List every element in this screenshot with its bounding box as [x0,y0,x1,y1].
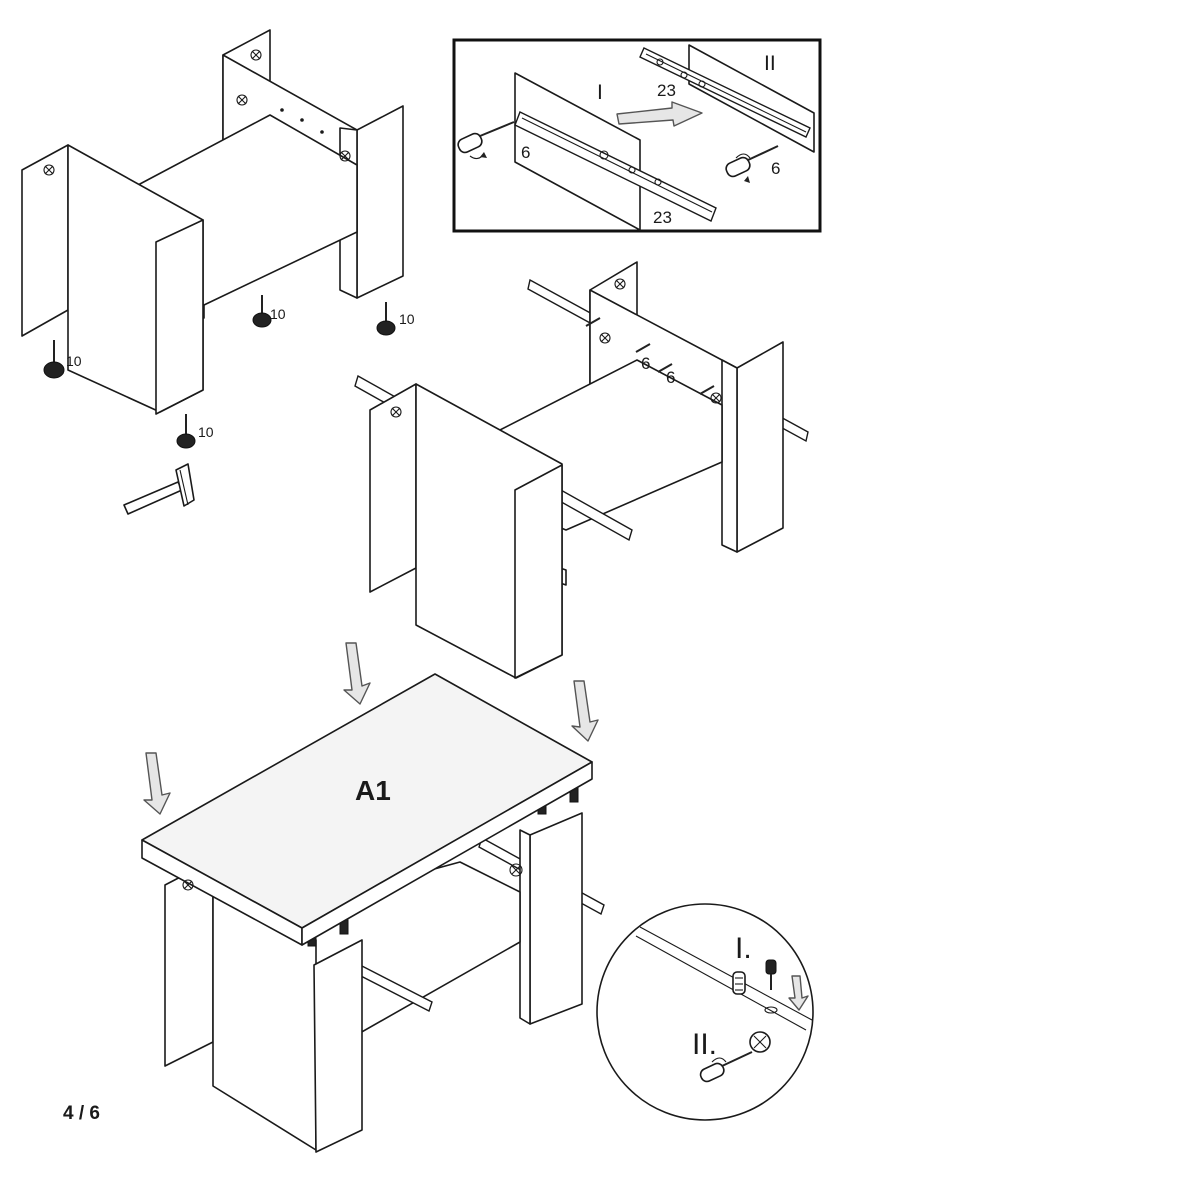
dowel-icon [732,971,746,995]
transfer-arrow-icon [616,101,703,127]
top-panel-assembly: A1 [141,642,605,1153]
leveling-foot-icon [43,340,65,379]
rail-qty-label: 23 [653,208,672,227]
screw-qty-label: 6 [771,159,780,178]
frame-assembly-rails: 6 6 [354,261,809,679]
screwdriver-icon [725,145,779,183]
down-arrow-icon [788,975,809,1011]
top-panel-label: A1 [355,775,391,806]
step-one-label: I [597,81,603,104]
cam-lock-icon [749,1031,771,1053]
cam-lock-detail: I. II. [596,903,814,1121]
rail-mounting-detail: I II 23 23 6 6 [452,38,822,233]
screwdriver-icon [457,121,515,160]
cam-bolt-icon [764,959,778,1014]
leveling-foot-icon [252,295,272,328]
frame-assembly-feet: 10 10 10 10 [21,29,415,515]
step-two-label: II [764,52,776,75]
leveler-qty-label: 10 [270,306,286,322]
down-arrow-icon [343,642,371,705]
leveler-qty-label: 10 [399,311,415,327]
screw-qty-label: 6 [666,368,675,387]
detail-step-two-label: II. [692,1028,717,1061]
leveling-foot-icon [376,302,396,336]
leveler-qty-label: 10 [66,353,82,369]
screw-icon [585,317,715,395]
screw-qty-label: 6 [521,143,530,162]
leveling-foot-icon [176,414,196,449]
detail-step-one-label: I. [735,932,752,965]
down-arrow-icon [571,680,599,742]
rail-qty-label: 23 [657,81,676,100]
page-number: 4 / 6 [63,1103,100,1124]
hammer-icon [123,463,195,515]
screw-qty-label: 6 [641,354,650,373]
leveler-qty-label: 10 [198,424,214,440]
down-arrow-icon [143,752,171,815]
screwdriver-icon [699,1051,753,1083]
